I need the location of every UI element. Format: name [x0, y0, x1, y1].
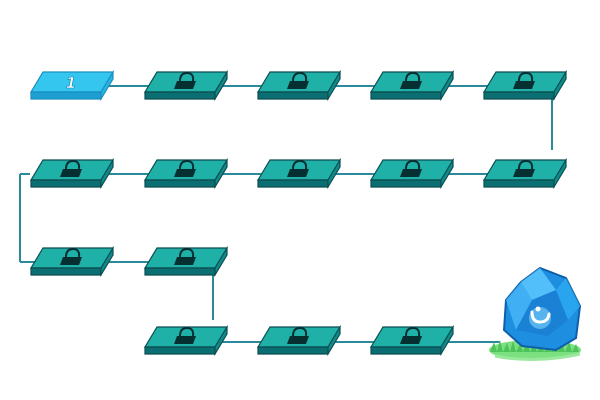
lock-icon	[174, 71, 196, 89]
lock-icon	[174, 247, 196, 265]
level-tile-locked[interactable]	[482, 69, 568, 102]
lock-icon	[287, 71, 309, 89]
level-tile-locked[interactable]	[29, 157, 115, 190]
level-tile-locked[interactable]	[482, 157, 568, 190]
lock-icon	[60, 159, 82, 177]
level-number: 1	[66, 74, 76, 92]
lock-icon	[513, 159, 535, 177]
lock-icon	[513, 71, 535, 89]
level-tile-locked[interactable]	[143, 69, 229, 102]
lock-icon	[287, 159, 309, 177]
lock-icon	[400, 159, 422, 177]
level-path	[19, 85, 553, 343]
lock-icon	[400, 71, 422, 89]
level-tile-locked[interactable]	[256, 69, 342, 102]
level-tile-locked[interactable]	[29, 245, 115, 278]
level-tile-locked[interactable]	[369, 324, 455, 357]
level-tile-locked[interactable]	[256, 324, 342, 357]
level-tile-unlocked[interactable]: 1	[29, 69, 115, 102]
lock-icon	[400, 326, 422, 344]
level-tile-locked[interactable]	[256, 157, 342, 190]
level-tile-locked[interactable]	[143, 157, 229, 190]
lock-icon	[287, 326, 309, 344]
lock-icon	[174, 326, 196, 344]
lock-icon	[174, 159, 196, 177]
level-tiles: 1	[29, 69, 568, 357]
lock-icon	[60, 247, 82, 265]
blue-crystal-rune-stone-icon	[502, 266, 582, 352]
level-tile-locked[interactable]	[143, 324, 229, 357]
level-tile-locked[interactable]	[369, 69, 455, 102]
level-tile-locked[interactable]	[143, 245, 229, 278]
level-tile-locked[interactable]	[369, 157, 455, 190]
goal-crystal-icon[interactable]	[489, 266, 582, 362]
